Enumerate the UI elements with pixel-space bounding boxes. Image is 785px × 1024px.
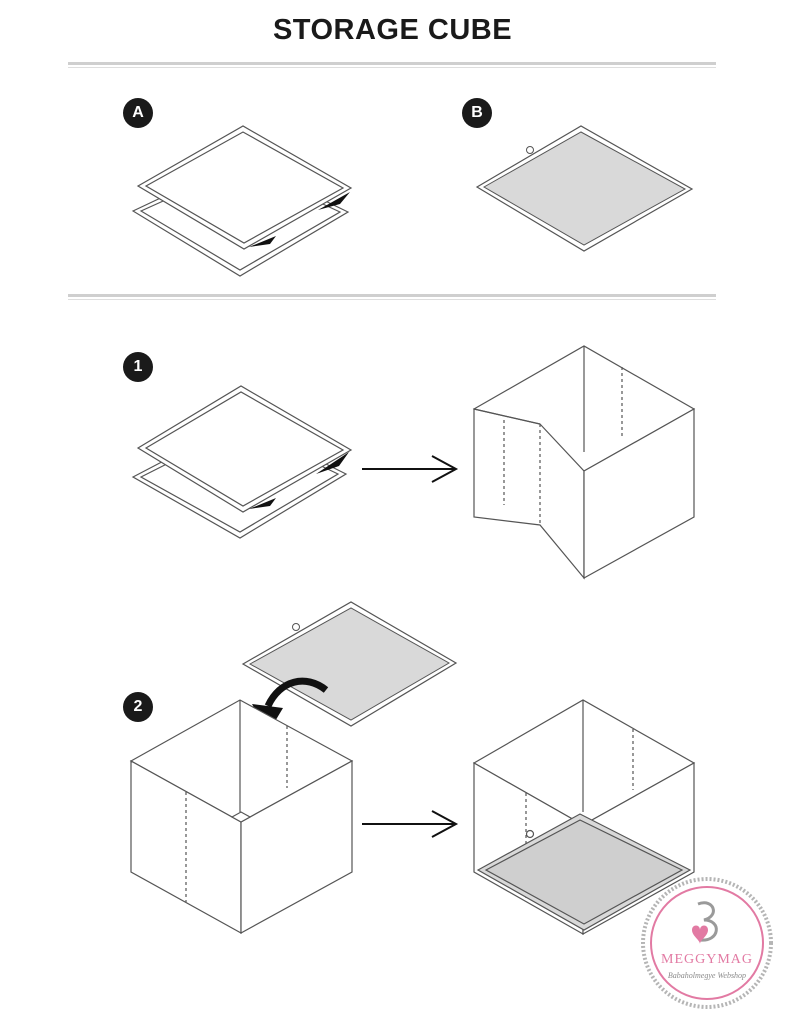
step-a-badge: A <box>123 98 153 128</box>
step-1-folded-cube <box>472 345 696 580</box>
step-2-arrow <box>362 810 459 838</box>
logo-name: MEGGYMAG <box>661 952 753 967</box>
illustration-a-arrows <box>249 192 350 247</box>
meggymag-logo: MEGGYMAG Babaholmegye Webshop <box>640 876 774 1010</box>
step-2-open-cube <box>129 699 354 935</box>
step-2-badge: 2 <box>123 692 153 722</box>
step-2-finished-cube <box>472 699 696 936</box>
step-2-base-panel <box>241 601 458 727</box>
illustration-a-panels <box>131 125 353 277</box>
step-b-badge: B <box>462 98 492 128</box>
illustration-b-base-panel <box>475 125 694 252</box>
step-1-panels <box>131 385 353 539</box>
middle-divider <box>68 294 716 300</box>
step-1-badge: 1 <box>123 352 153 382</box>
page-title: STORAGE CUBE <box>272 14 513 46</box>
step-1-arrow <box>362 455 459 483</box>
step-1-panel-arrows <box>249 452 349 509</box>
logo-tagline: Babaholmegye Webshop <box>667 971 747 980</box>
logo-badge-icon <box>641 877 773 1009</box>
top-divider <box>68 62 716 68</box>
